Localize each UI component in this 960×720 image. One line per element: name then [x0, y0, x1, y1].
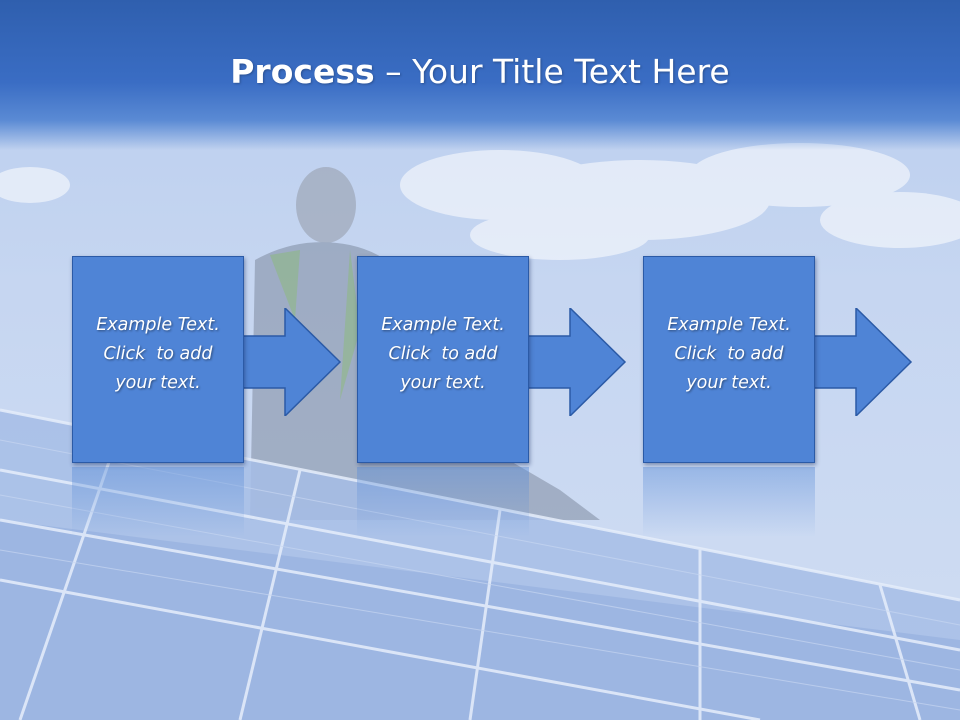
step-box — [72, 256, 244, 463]
step-text-line: Example Text. — [381, 315, 505, 335]
step-reflection — [72, 467, 244, 537]
step-box — [643, 256, 815, 463]
step-text-line: Example Text. — [667, 315, 791, 335]
step-text-line: your text. — [115, 373, 201, 393]
step-text-line: Click to add — [674, 344, 784, 364]
process-step-1[interactable]: Example Text. Click to add your text. — [72, 256, 342, 465]
clouds — [0, 143, 960, 260]
arrow-right-icon — [240, 308, 342, 416]
step-text-line: your text. — [686, 373, 772, 393]
process-step-2[interactable]: Example Text. Click to add your text. — [357, 256, 627, 465]
slide-title[interactable]: Process – Your Title Text Here — [0, 52, 960, 91]
step-text[interactable]: Example Text. Click to add your text. — [72, 311, 244, 398]
step-text-line: Example Text. — [96, 315, 220, 335]
title-band: Process – Your Title Text Here — [0, 0, 960, 150]
arrow-right-icon — [811, 308, 913, 416]
title-bold: Process — [230, 52, 375, 91]
process-step-3[interactable]: Example Text. Click to add your text. — [643, 256, 913, 465]
step-text-line: Click to add — [388, 344, 498, 364]
step-reflection — [643, 467, 815, 537]
step-reflection — [357, 467, 529, 537]
step-text[interactable]: Example Text. Click to add your text. — [643, 311, 815, 398]
step-box — [357, 256, 529, 463]
step-text-line: your text. — [400, 373, 486, 393]
arrow-right-icon — [525, 308, 627, 416]
step-text-line: Click to add — [103, 344, 213, 364]
step-text[interactable]: Example Text. Click to add your text. — [357, 311, 529, 398]
title-rest: – Your Title Text Here — [374, 52, 730, 91]
